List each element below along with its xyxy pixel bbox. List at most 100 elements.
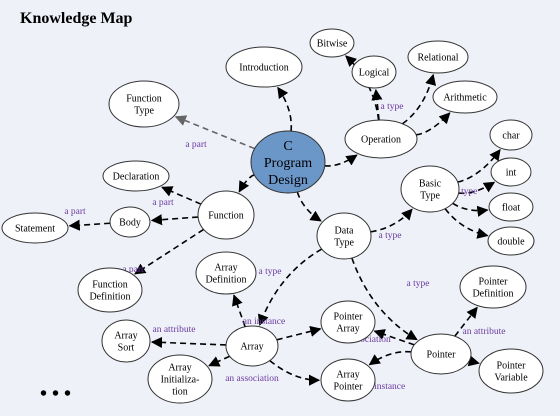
edge-function-funcdef <box>134 228 205 275</box>
node-shape-pointerarray <box>320 300 376 344</box>
node-shape-body <box>109 206 151 238</box>
node-label-arrayinit: Initializa- <box>161 375 200 386</box>
node-label-arith: Arithmetic <box>443 93 487 104</box>
node-intro: Introduction <box>225 46 303 88</box>
node-shape-char <box>489 119 533 151</box>
node-shape-basictype <box>400 165 460 213</box>
node-label-center: Design <box>268 173 308 188</box>
node-label-pointerdef: Definition <box>472 289 513 300</box>
node-double: double <box>487 226 535 256</box>
node-logical: Logical <box>351 55 397 89</box>
edge-label-datatype-array: a type <box>259 267 282 277</box>
edge-pointer-pointerarray <box>373 329 415 346</box>
node-label-logical: Logical <box>359 68 390 79</box>
node-label-datatype: Type <box>334 238 354 249</box>
node-label-int: int <box>506 168 517 179</box>
node-label-operation: Operation <box>361 135 401 146</box>
edge-basictype-double <box>444 208 489 239</box>
node-shape-functype <box>108 80 180 128</box>
node-label-body: Body <box>119 218 141 229</box>
node-label-declaration: Declaration <box>113 172 160 183</box>
node-relational: Relational <box>407 40 469 74</box>
edge-label-body-statement: a part <box>64 207 86 217</box>
edge-label-basictype-int: a type <box>455 187 478 197</box>
node-label-relational: Relational <box>417 53 458 64</box>
node-shape-statement <box>1 212 69 244</box>
node-label-statement: Statement <box>15 224 55 235</box>
node-label-arraydef: Definition <box>205 275 246 286</box>
node-label-pointerarray: Pointer <box>334 312 364 323</box>
edge-array-arraysort <box>150 336 227 349</box>
node-label-float: float <box>502 203 521 214</box>
diagram-title: Knowledge Map <box>20 10 133 27</box>
edge-basictype-float <box>452 202 489 217</box>
node-shape-float <box>488 192 534 222</box>
node-label-center: C <box>283 139 292 154</box>
node-shape-pointerdef <box>459 265 527 309</box>
node-label-double: double <box>497 237 525 248</box>
edge-array-pointerarray <box>276 325 322 341</box>
node-label-array: Array <box>240 342 263 353</box>
edge-array-arrayinit <box>208 355 230 367</box>
edge-pointer-pointervar <box>467 355 480 367</box>
node-function: Function <box>197 190 255 240</box>
node-label-arrayinit: Array <box>168 363 191 374</box>
node-shape-funcdef <box>77 267 143 313</box>
node-shape-double <box>487 226 535 256</box>
node-shape-arraysort <box>101 319 151 363</box>
edge-label-datatype-basictype: a type <box>379 231 402 241</box>
node-label-arraypointer: Pointer <box>334 382 364 393</box>
node-shape-pointer <box>410 333 472 375</box>
node-operation: Operation <box>344 119 418 159</box>
edge-label-function-body: a part <box>152 198 174 208</box>
edge-datatype-basictype <box>370 208 413 233</box>
node-label-intro: Introduction <box>239 63 288 74</box>
node-label-bitwise: Bitwise <box>317 39 348 50</box>
node-bitwise: Bitwise <box>309 28 355 58</box>
node-shape-array <box>225 325 279 367</box>
node-shape-center <box>250 130 326 194</box>
edge-label-datatype-pointer: a type <box>407 279 430 289</box>
node-label-basictype: Type <box>420 191 440 202</box>
node-label-function: Function <box>208 211 244 222</box>
edge-label-function-funcdef: a part <box>122 265 144 275</box>
node-int: int <box>490 157 532 187</box>
node-shape-arraypointer <box>320 358 376 402</box>
node-label-pointervar: Variable <box>494 373 528 384</box>
edge-center-functype <box>174 115 255 150</box>
edge-pointer-arraypointer <box>368 350 412 366</box>
edge-operation-logical <box>371 88 383 121</box>
node-label-arraypointer: Array <box>336 370 359 381</box>
node-shape-logical <box>351 55 397 89</box>
node-label-arraysort: Array <box>114 331 137 342</box>
node-shape-int <box>490 157 532 187</box>
node-label-funcdef: Function <box>92 280 128 291</box>
node-shape-function <box>197 190 255 240</box>
node-body: Body <box>109 206 151 238</box>
edge-datatype-pointer <box>351 257 418 341</box>
edge-array-arraydef <box>232 294 246 327</box>
node-label-pointerdef: Pointer <box>479 277 509 288</box>
node-shape-pointervar <box>478 348 544 394</box>
node-shape-datatype <box>316 212 372 260</box>
node-statement: Statement <box>1 212 69 244</box>
edge-center-function <box>238 174 255 193</box>
edge-pointer-pointerdef <box>454 306 478 337</box>
node-shape-relational <box>407 40 469 74</box>
edge-label-operation-logical: a type <box>381 102 404 112</box>
more-ellipsis: • • • <box>40 383 71 405</box>
node-arith: Arithmetic <box>432 80 498 114</box>
node-pointer: Pointer <box>410 333 472 375</box>
edge-label-array-arraypointer: an association <box>225 374 279 384</box>
node-label-char: char <box>502 131 520 142</box>
node-label-center: Program <box>264 156 312 171</box>
